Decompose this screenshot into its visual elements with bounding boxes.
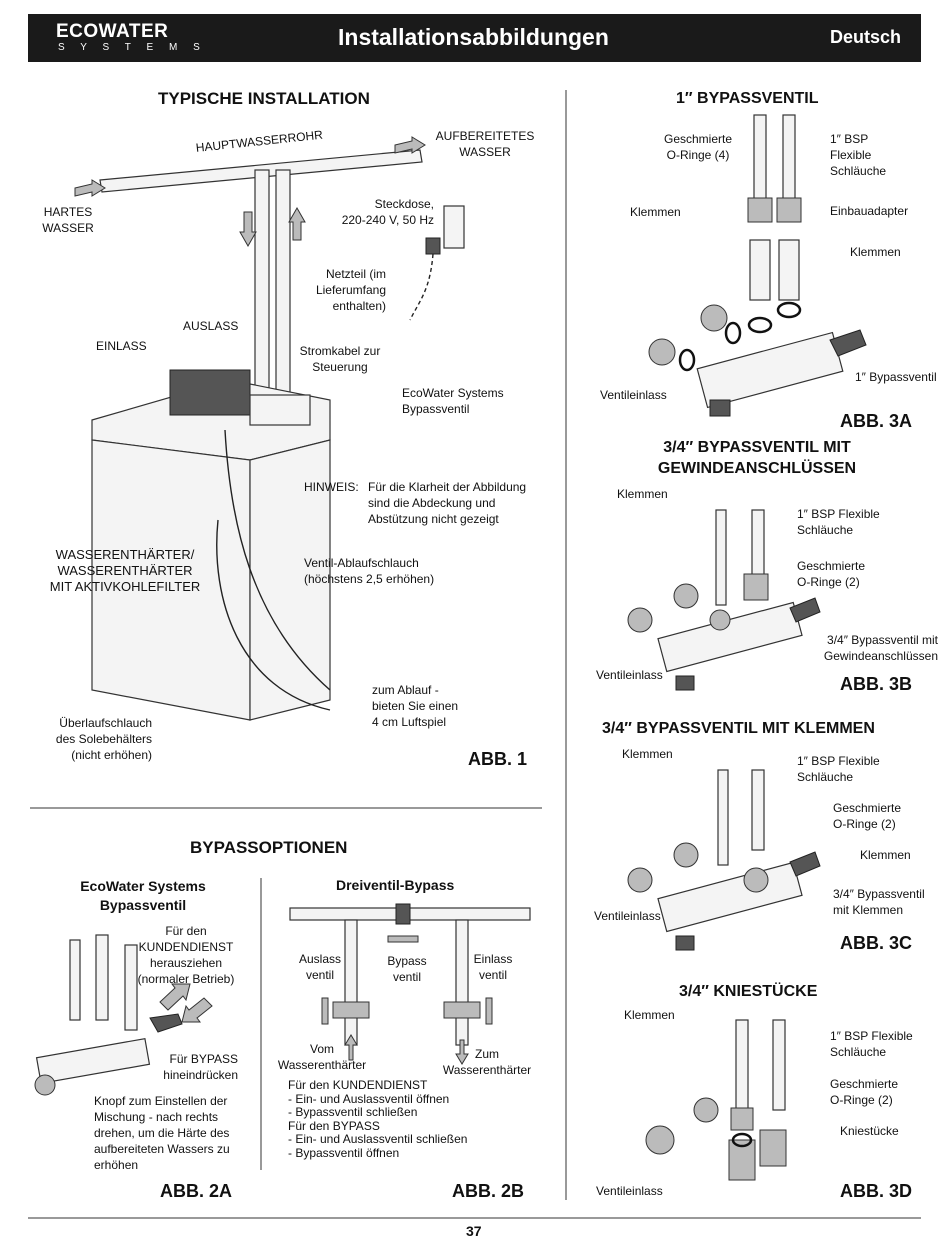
- fig3c-label: ABB. 3C: [840, 933, 913, 953]
- fig3d-elbows-label: Kniestücke: [840, 1124, 899, 1138]
- fig3a-drawing: [648, 114, 867, 417]
- outlet-label: Steckdose,220-240 V, 50 Hz: [341, 197, 434, 227]
- fig3d-label: ABB. 3D: [840, 1181, 913, 1201]
- drain-hose-label: Ventil-Ablaufschlauch(höchstens 2,5 erhö…: [304, 556, 435, 586]
- auslass-label: AUSLASS: [183, 319, 239, 333]
- fig2b-drawing: [289, 903, 531, 1065]
- language-label: Deutsch: [830, 27, 902, 47]
- options-heading: BYPASSOPTIONEN: [190, 838, 348, 857]
- fig3a-heading: 1″ BYPASSVENTIL: [676, 90, 819, 107]
- fig3c-inlet-label: Ventileinlass: [594, 909, 661, 923]
- fig3a-inlet-label: Ventileinlass: [600, 388, 667, 402]
- fig3a-clamps-right-label: Klemmen: [850, 245, 901, 259]
- fig3b-inlet-label: Ventileinlass: [596, 668, 663, 682]
- note-label: HINWEIS:: [304, 480, 359, 494]
- fig1-drawing: [74, 136, 465, 721]
- fig3c-drawing: [627, 769, 821, 951]
- fig3d-inlet-label: Ventileinlass: [596, 1184, 663, 1198]
- fig3c-clamps-right-label: Klemmen: [860, 848, 911, 862]
- fig3b-clamps-label: Klemmen: [617, 487, 668, 501]
- fig2a-drawing: [34, 934, 213, 1096]
- fig3c-heading: 3/4″ BYPASSVENTIL MIT KLEMMEN: [602, 720, 875, 737]
- fig3d-heading: 3/4″ KNIESTÜCKE: [679, 983, 818, 1000]
- fig2a-label: ABB. 2A: [160, 1181, 233, 1201]
- fig3c-clamps-label: Klemmen: [622, 747, 673, 761]
- fig2b-label: ABB. 2B: [452, 1181, 525, 1201]
- page-number: 37: [466, 1223, 482, 1239]
- fig3a-clamps-left-label: Klemmen: [630, 205, 681, 219]
- fig3a-label: ABB. 3A: [840, 411, 913, 431]
- fig3a-valve-label: 1″ Bypassventil: [855, 370, 937, 384]
- page-title: Installationsabbildungen: [338, 24, 609, 50]
- fig3d-drawing: [645, 1019, 787, 1181]
- fig3b-label: ABB. 3B: [840, 674, 913, 694]
- fig1-heading: TYPISCHE INSTALLATION: [158, 89, 370, 108]
- logo-main: ECOWATER: [56, 21, 169, 42]
- bypass-instructions: Für den KUNDENDIENST- Ein- und Auslassve…: [288, 1078, 468, 1160]
- fig3b-drawing: [627, 509, 821, 691]
- header-bar: [28, 14, 921, 62]
- logo-sub: S Y S T E M S: [58, 42, 207, 53]
- einlass-label: EINLASS: [96, 339, 147, 353]
- fig3a-adapter-label: Einbauadapter: [830, 204, 909, 218]
- fig2b-heading: Dreiventil-Bypass: [336, 877, 455, 893]
- fig1-label: ABB. 1: [468, 749, 528, 769]
- fig3d-clamps-label: Klemmen: [624, 1008, 675, 1022]
